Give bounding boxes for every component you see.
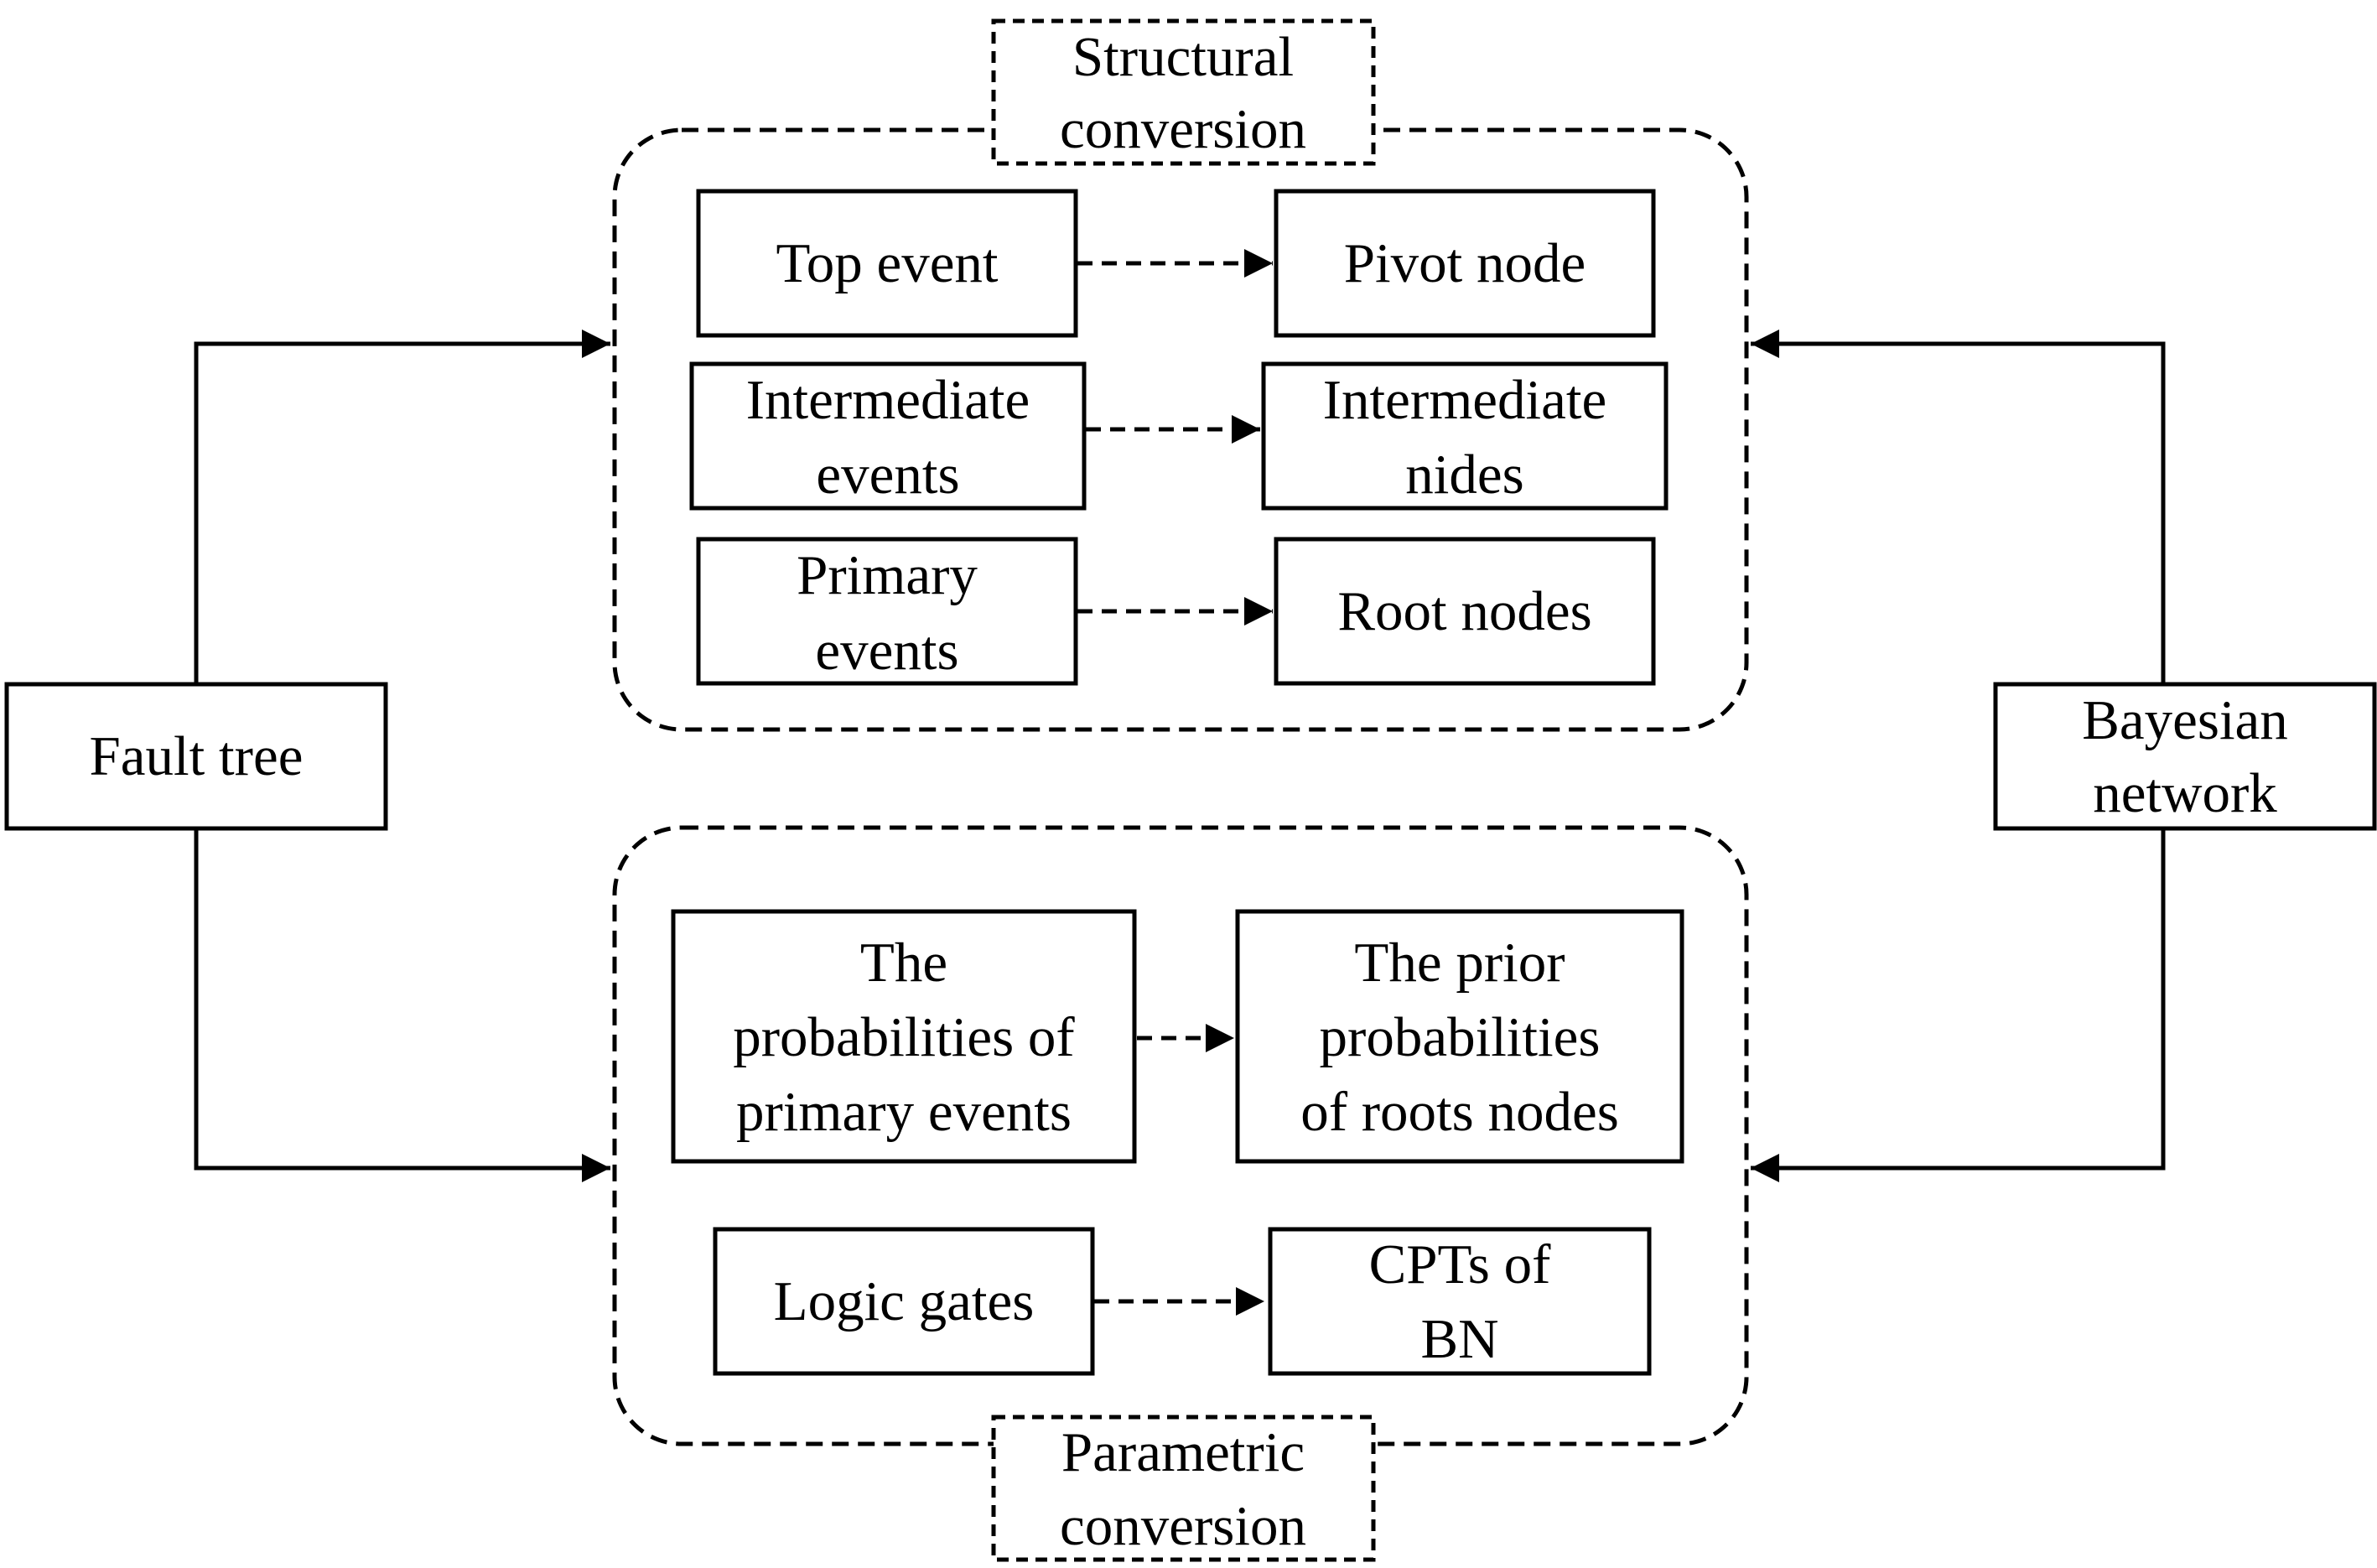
primary-events-label-line-1: Primary [797, 544, 978, 606]
logic-gates-label: Logic gates [774, 1270, 1035, 1332]
intermediate-events-label-line-1: Intermediate [746, 369, 1030, 431]
pivot-node-label: Pivot node [1344, 232, 1586, 294]
mapping-intermediate-events: Intermediate events Intermediate nides [689, 361, 1669, 511]
probabilities-of-primary-events-line-2: probabilities of [733, 1006, 1075, 1068]
mapping-logic-gates: Logic gates CPTs of BN [713, 1227, 1652, 1376]
mapping-top-event: Top event Pivot node [696, 189, 1656, 338]
parametric-title-line-2: conversion [1060, 1495, 1306, 1557]
intermediate-events-label-line-2: events [816, 444, 959, 506]
intermediate-nides-label-line-2: nides [1405, 444, 1523, 506]
cpts-of-bn-label-line-1: CPTs of [1369, 1233, 1552, 1295]
cpts-of-bn-label-line-2: BN [1420, 1308, 1498, 1370]
fault-tree-label: Fault tree [90, 725, 304, 787]
bayesian-network-label-line-1: Bayesian [2082, 689, 2288, 751]
structural-conversion-title: Structural conversion [991, 18, 1376, 166]
parametric-conversion-title: Parametric conversion [991, 1415, 1376, 1562]
prior-probabilities-line-3: of roots nodes [1300, 1081, 1619, 1143]
fault-tree-to-parametric-arrow [194, 828, 610, 1182]
primary-events-label-line-2: events [815, 620, 958, 682]
probabilities-of-primary-events-line-1: The [860, 932, 947, 994]
mapping-primary-events: Primary events Root nodes [696, 537, 1656, 686]
root-nodes-label: Root nodes [1337, 580, 1591, 642]
structural-title-line-1: Structural [1072, 26, 1294, 88]
bayesian-to-structural-arrow [1751, 330, 2166, 684]
structural-title-line-2: conversion [1060, 98, 1306, 160]
fault-tree-node: Fault tree [4, 682, 388, 831]
fault-tree-to-structural-arrow [194, 330, 610, 684]
bayesian-network-node: Bayesian network [1993, 682, 2377, 831]
top-event-label: Top event [776, 232, 998, 294]
bayesian-network-label-line-2: network [2093, 762, 2277, 824]
prior-probabilities-line-2: probabilities [1320, 1006, 1601, 1068]
prior-probabilities-line-1: The prior [1354, 932, 1565, 994]
parametric-title-line-1: Parametric [1061, 1421, 1305, 1483]
intermediate-nides-label-line-1: Intermediate [1323, 369, 1607, 431]
probabilities-of-primary-events-line-3: primary events [736, 1081, 1072, 1143]
mapping-probabilities: The probabilities of primary events The … [671, 909, 1684, 1164]
bayesian-to-parametric-arrow [1751, 828, 2166, 1182]
